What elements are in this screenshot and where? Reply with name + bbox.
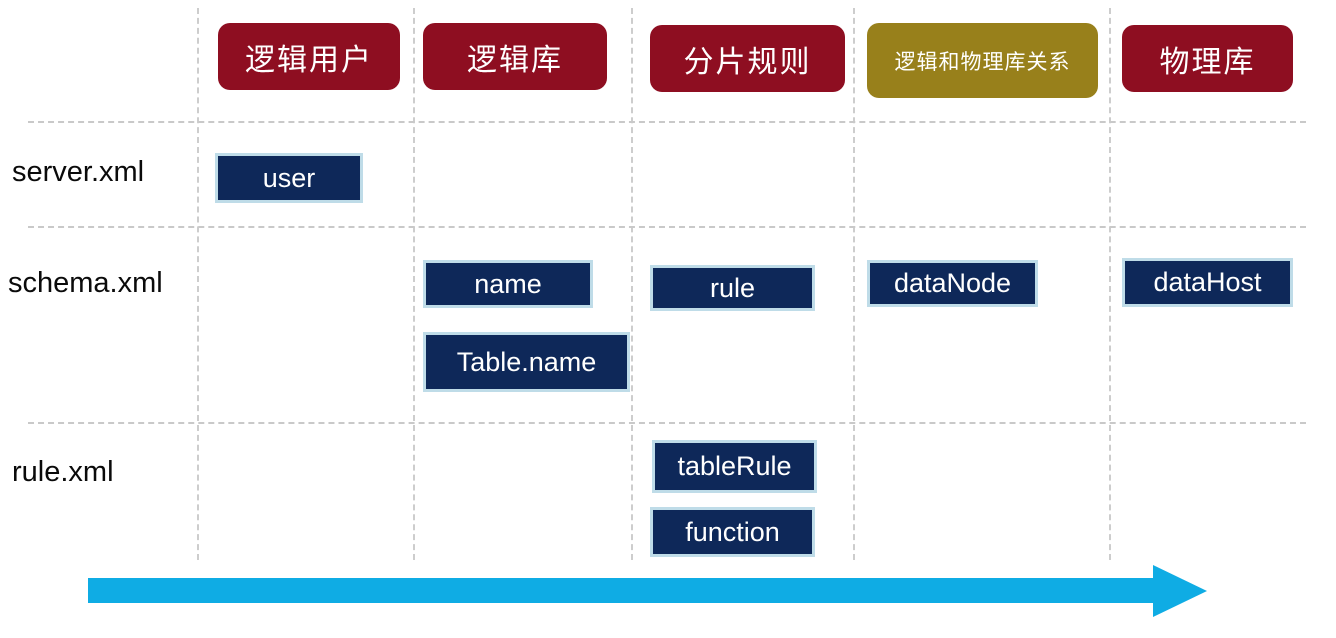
right-arrow-icon [1153, 565, 1207, 617]
column-header-logical-physical-relation: 逻辑和物理库关系 [867, 23, 1098, 98]
grid-hline [28, 226, 1306, 228]
concept-box-datanode: dataNode [867, 260, 1038, 307]
flow-arrow-shaft [88, 578, 1156, 603]
grid-vline [853, 8, 855, 560]
concept-box-function: function [650, 507, 815, 557]
concept-box-table-name: Table.name [423, 332, 630, 392]
grid-vline [413, 8, 415, 560]
concept-box-name: name [423, 260, 593, 308]
grid-vline [631, 8, 633, 560]
concept-box-tablerule: tableRule [652, 440, 817, 493]
grid-hline [28, 422, 1306, 424]
concept-box-datahost: dataHost [1122, 258, 1293, 307]
grid-vline [1109, 8, 1111, 560]
column-header-physical-db: 物理库 [1122, 25, 1293, 92]
concept-box-user: user [215, 153, 363, 203]
column-header-sharding-rule: 分片规则 [650, 25, 845, 92]
row-label-schema-xml: schema.xml [8, 267, 163, 299]
column-header-logical-db: 逻辑库 [423, 23, 607, 90]
column-header-logical-user: 逻辑用户 [218, 23, 400, 90]
grid-hline [28, 121, 1306, 123]
concept-box-rule: rule [650, 265, 815, 311]
row-label-rule-xml: rule.xml [12, 456, 114, 488]
grid-vline [197, 8, 199, 560]
row-label-server-xml: server.xml [12, 156, 145, 188]
